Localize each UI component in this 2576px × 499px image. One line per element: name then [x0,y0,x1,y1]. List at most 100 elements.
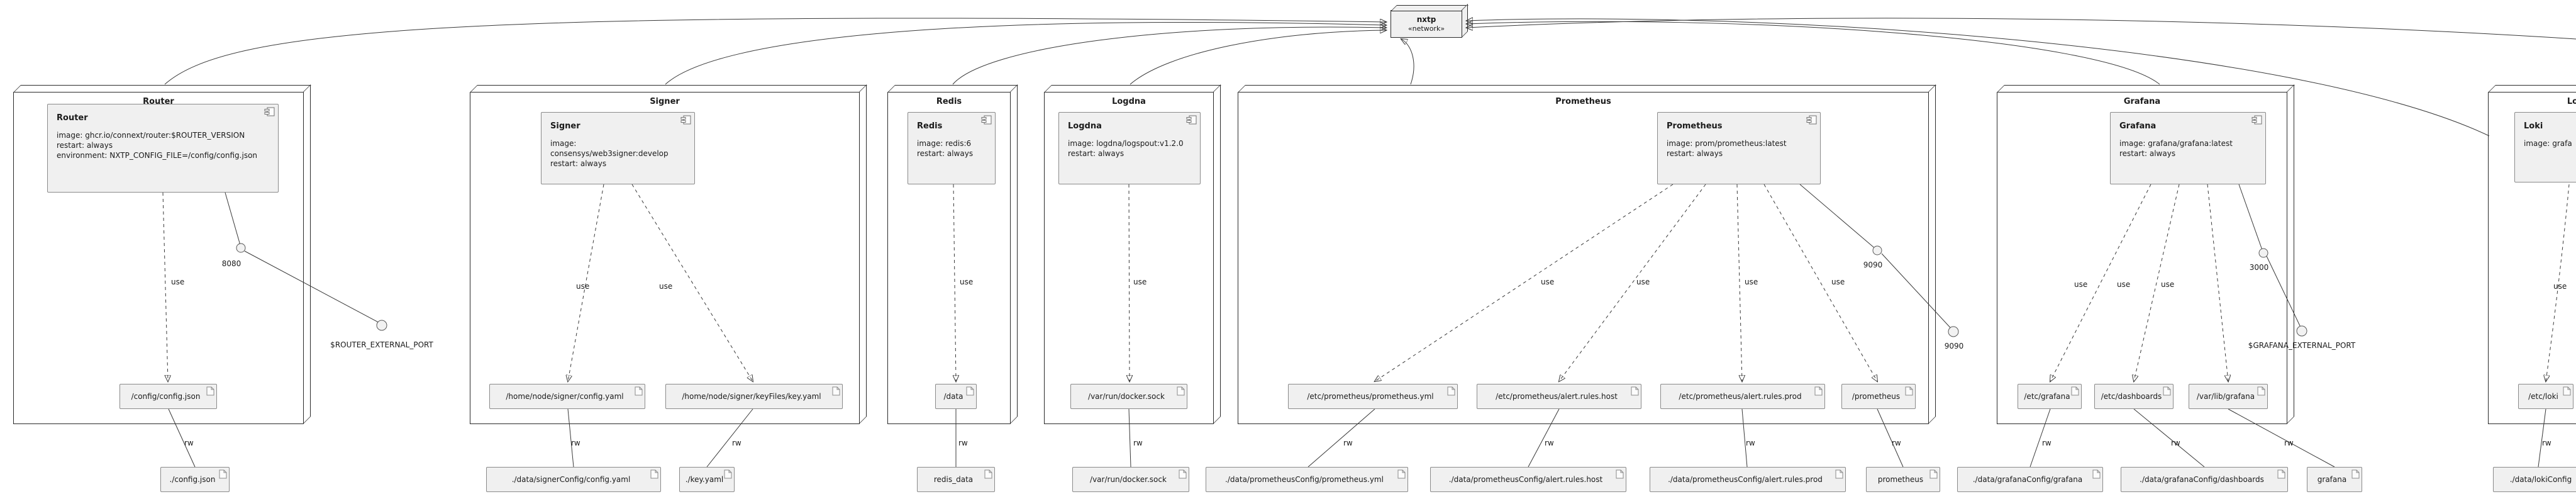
component-icon [981,115,992,125]
artifact-logdna-sock: /var/run/docker.sock [1070,384,1187,409]
artifact-label: ./data/grafanaConfig/grafana [1972,475,2083,484]
component-grafana: Grafana image: grafana/grafana:latest re… [2110,112,2266,184]
component-details: image: redis:6 restart: always [917,139,974,158]
artifact-redis-data: /data [935,384,977,409]
edge-label-use: use [1541,278,1555,286]
network-name: nxtp [1416,14,1436,24]
artifact-label: ./data/prometheusConfig/prometheus.yml [1225,475,1384,484]
artifact-label: ./data/lokiConfig [2509,475,2572,484]
edge-label-rw: rw [958,439,968,447]
file-icon [1177,386,1185,396]
artifact-grafana-config: /etc/grafana [2018,384,2082,409]
edge-label-rw: rw [184,439,194,447]
edge-label-use: use [659,282,673,291]
artifact-label: ./key.yaml [685,475,724,484]
artifact-prometheus-rules-prod: /etc/prometheus/alert.rules.prod [1660,384,1825,409]
edge-label-use: use [1636,278,1650,286]
artifact-label: ./data/prometheusConfig/alert.rules.prod [1668,475,1823,484]
component-redis: Redis image: redis:6 restart: always [908,112,996,184]
component-details: image: prom/prometheus:latest restart: a… [1667,139,1787,158]
artifact-label: /data [943,392,963,401]
file-icon [1447,386,1455,396]
artifact-label: /etc/prometheus/prometheus.yml [1307,392,1434,401]
artifact-loki-config: /etc/loki [2518,384,2573,409]
artifact-grafana-data-volume: grafana [2307,467,2362,492]
port-label-grafana-external: $GRAFANA_EXTERNAL_PORT [2248,341,2356,350]
file-icon [966,386,974,396]
network-stereotype: «network» [1407,24,1445,33]
artifact-label: /etc/prometheus/alert.rules.prod [1679,392,1802,401]
edge-label-rw: rw [571,439,580,447]
artifact-prometheus-rules-host: /etc/prometheus/alert.rules.host [1477,384,1641,409]
edge-label-use: use [2161,280,2175,289]
edge-label-use: use [1745,278,1758,286]
port-label-9090-external: 9090 [1944,342,1964,350]
edge-label-use: use [960,278,974,286]
artifact-grafana-data: /var/lib/grafana [2189,384,2268,409]
component-details: image: grafana/grafana:latest restart: a… [2119,139,2233,158]
file-icon [984,469,992,479]
component-title: Logdna [1068,121,1102,131]
artifact-label: /home/node/signer/keyFiles/key.yaml [682,392,821,401]
component-details: image: consensys/web3signer:develop rest… [550,139,669,168]
file-icon [724,469,732,479]
file-icon [1814,386,1823,396]
component-title: Grafana [2119,121,2157,131]
artifact-prometheus-rules-host-volume: ./data/prometheusConfig/alert.rules.host [1430,467,1626,492]
artifact-signer-key: /home/node/signer/keyFiles/key.yaml [665,384,843,409]
file-icon [2092,469,2101,479]
file-icon [2163,386,2171,396]
artifact-label: ./data/prometheusConfig/alert.rules.host [1448,475,1603,484]
file-icon [2277,469,2285,479]
artifact-router-volume: ./config.json [160,467,230,492]
file-icon [2071,386,2079,396]
artifact-prometheus-rules-prod-volume: ./data/prometheusConfig/alert.rules.prod [1650,467,1846,492]
edge-label-rw: rw [1892,439,1901,447]
file-icon [1616,469,1624,479]
artifact-router-config: /config/config.json [119,384,217,409]
edge-label-rw: rw [732,439,741,447]
artifact-logdna-sock-volume: /var/run/docker.sock [1072,467,1189,492]
file-icon [2257,386,2265,396]
component-icon [680,115,691,125]
file-icon [219,469,227,479]
artifact-label: redis_data [933,475,974,484]
file-icon [2351,469,2360,479]
component-icon [2251,115,2262,125]
artifact-grafana-dashboards: /etc/dashboards [2094,384,2174,409]
artifact-label: /etc/prometheus/alert.rules.host [1496,392,1618,401]
component-signer: Signer image: consensys/web3signer:devel… [541,112,695,184]
artifact-label: /etc/grafana [2024,392,2070,401]
component-title: Router [57,113,88,123]
file-icon [635,386,643,396]
port-label-8080: 8080 [221,259,242,268]
node-title: Prometheus [1555,97,1611,106]
artifact-grafana-dashboards-volume: ./data/grafanaConfig/dashboards [2121,467,2288,492]
edge-label-rw: rw [2171,439,2180,447]
node-title: Logdna [1112,97,1146,106]
edge-label-rw: rw [1746,439,1755,447]
edge-label-rw: rw [2542,439,2551,447]
component-prometheus: Prometheus image: prom/prometheus:latest… [1657,112,1821,184]
node-title: Signer [650,97,680,106]
edge-label-rw: rw [2284,439,2294,447]
component-icon [264,107,275,116]
component-details: image: grafa [2524,139,2572,148]
file-icon [1929,469,1938,479]
artifact-prometheus-data-volume: prometheus [1866,467,1940,492]
artifact-prometheus-config-volume: ./data/prometheusConfig/prometheus.yml [1206,467,1408,492]
edge-label-rw: rw [1545,439,1554,447]
node-title: Loki [2567,97,2576,106]
artifact-redis-volume: redis_data [917,467,995,492]
edge-label-rw: rw [1343,439,1353,447]
file-icon [1905,386,1913,396]
artifact-label: /home/node/signer/config.yaml [506,392,624,401]
component-title: Signer [550,121,580,131]
artifact-label: ./data/grafanaConfig/dashboards [2140,475,2264,484]
edge-label-use: use [576,282,590,291]
file-icon [1397,469,1406,479]
artifact-label: /var/run/docker.sock [1088,392,1165,401]
artifact-grafana-config-volume: ./data/grafanaConfig/grafana [1957,467,2103,492]
component-title: Prometheus [1667,121,1723,131]
